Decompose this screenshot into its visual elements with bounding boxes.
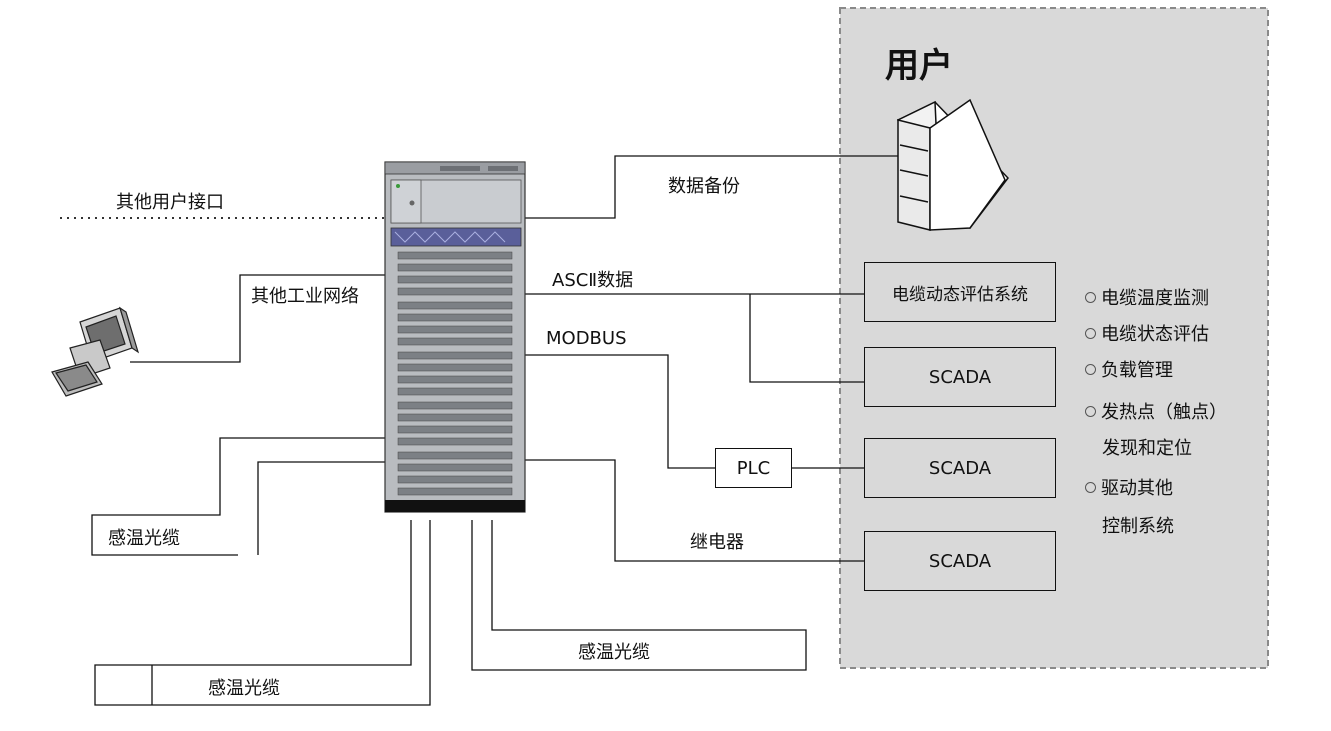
feature-label: 电缆状态评估	[1101, 324, 1209, 345]
cable-eval-system-box: 电缆动态评估系统	[864, 262, 1056, 322]
rack-slot	[397, 275, 513, 284]
bullet-icon	[1085, 481, 1096, 493]
rack-slot	[397, 251, 513, 260]
relay-label: 继电器	[690, 532, 744, 553]
rack-slot	[397, 263, 513, 272]
storage-server-icon	[897, 98, 1009, 231]
feature-label: 发热点（触点）	[1101, 402, 1227, 423]
rack-slot	[397, 387, 513, 396]
feature-item: 电缆温度监测	[1085, 284, 1209, 310]
feature-label: 电缆温度监测	[1101, 288, 1209, 309]
rack-slot	[397, 375, 513, 384]
rack-slot	[397, 463, 513, 472]
rack-slot	[397, 425, 513, 434]
rack-slot	[397, 487, 513, 496]
other-user-interface-label: 其他用户接口	[116, 192, 224, 213]
sensing-cable-left-label: 感温光缆	[108, 528, 180, 549]
sensing-cable-left-line-1	[91, 437, 385, 556]
relay-line	[525, 459, 864, 562]
scada-box-3: SCADA	[864, 531, 1056, 591]
rack-slot	[397, 413, 513, 422]
bullet-icon	[1085, 363, 1096, 375]
user-zone-title: 用户	[885, 46, 953, 86]
rack-slot	[397, 313, 513, 322]
rack-slot	[397, 325, 513, 334]
modbus-label: MODBUS	[546, 328, 627, 349]
feature-item-continuation: 发现和定位	[1102, 434, 1192, 460]
scada-box-2: SCADA	[864, 438, 1056, 498]
feature-label: 负载管理	[1101, 360, 1173, 381]
data-backup-line	[525, 155, 900, 219]
sensing-cable-bottom-right-label: 感温光缆	[578, 642, 650, 663]
rack-slot	[397, 401, 513, 410]
rack-slot	[397, 301, 513, 310]
feature-label: 驱动其他	[1101, 478, 1173, 499]
feature-item: 电缆状态评估	[1085, 320, 1209, 346]
sensing-cable-bottom-right-line-1	[471, 520, 807, 671]
bullet-icon	[1085, 327, 1096, 339]
scada-box-1: SCADA	[864, 347, 1056, 407]
feature-label: 控制系统	[1102, 516, 1174, 537]
rack-slot	[397, 351, 513, 360]
feature-item: 发热点（触点）	[1085, 398, 1227, 424]
rack-slot	[397, 363, 513, 372]
sensing-cable-bottom-left-label: 感温光缆	[208, 678, 280, 699]
rack-slot	[397, 475, 513, 484]
sensing-cable-left-line-2	[257, 461, 385, 555]
ascii-scada-branch-line	[749, 294, 864, 383]
connection-lines	[91, 155, 900, 706]
bullet-icon	[1085, 405, 1096, 417]
rack-slot	[397, 287, 513, 296]
ascii-data-label: ASCⅡ数据	[552, 270, 634, 291]
feature-item-continuation: 控制系统	[1102, 512, 1174, 538]
rack-slot	[397, 337, 513, 346]
server-rack-icon	[384, 161, 526, 513]
data-backup-label: 数据备份	[668, 176, 740, 197]
industrial-network-line	[130, 274, 388, 363]
rack-slot	[397, 451, 513, 460]
feature-item: 负载管理	[1085, 356, 1173, 382]
plc-box: PLC	[715, 448, 792, 488]
feature-item: 驱动其他	[1085, 474, 1173, 500]
other-industrial-network-label: 其他工业网络	[250, 282, 360, 308]
sensing-cable-bottom-left-line-1	[94, 520, 431, 706]
modbus-line	[525, 354, 715, 469]
bullet-icon	[1085, 291, 1096, 303]
rack-slot	[397, 437, 513, 446]
feature-label: 发现和定位	[1102, 438, 1192, 459]
workstation-computer-icon	[51, 306, 140, 397]
